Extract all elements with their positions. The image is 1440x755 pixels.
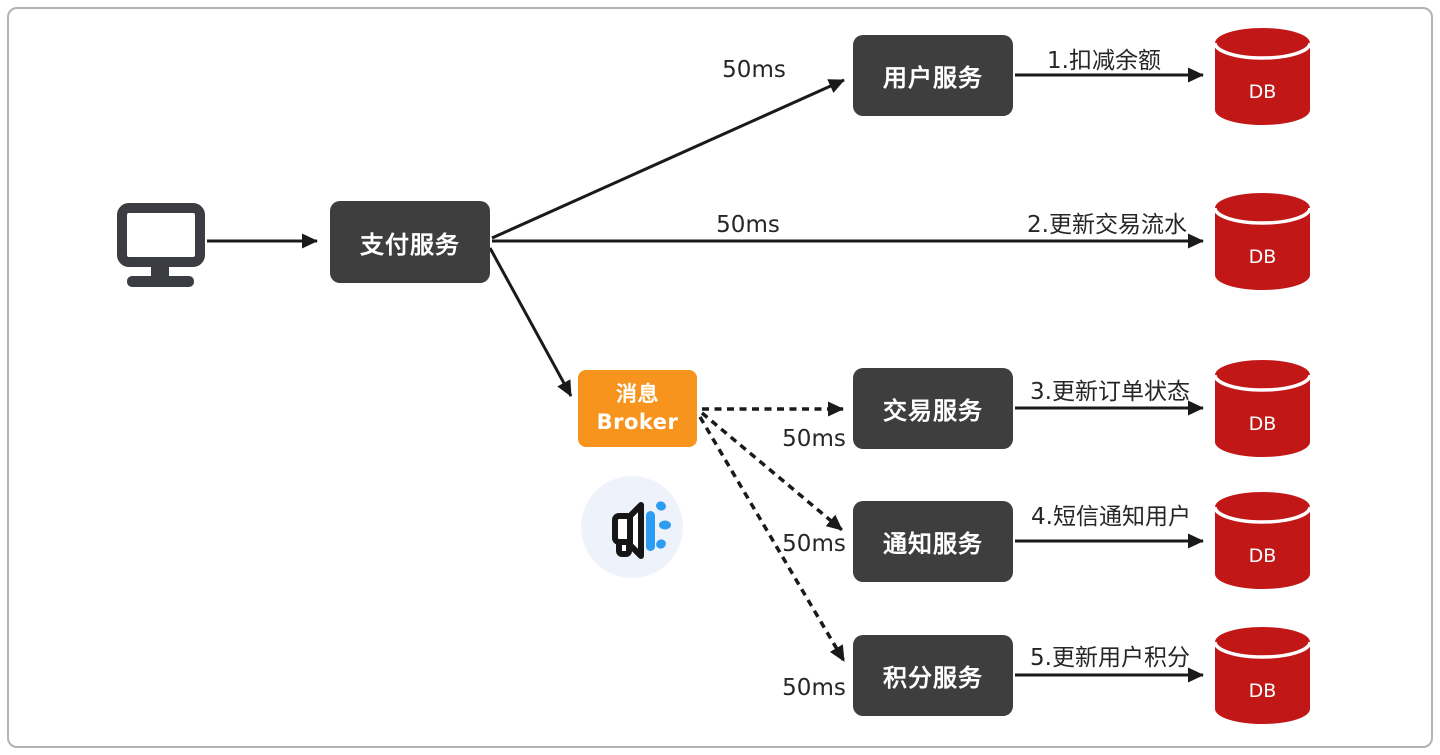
step-label-1: 1.扣减余额: [1047, 48, 1161, 74]
node-message-broker: 消息 Broker: [578, 370, 697, 447]
db-label-5: DB: [1249, 680, 1277, 702]
db-label-1: DB: [1249, 81, 1277, 103]
step-label-4: 4.短信通知用户: [1031, 504, 1191, 530]
megaphone-icon: [581, 476, 683, 578]
points-service-label: 积分服务: [883, 664, 983, 692]
arrow-payment-to-user: [491, 78, 845, 240]
arrow-broker-to-points: [698, 416, 846, 662]
node-trade-service: 交易服务: [853, 368, 1013, 449]
monitor-icon: [117, 203, 205, 287]
db-label-3: DB: [1249, 413, 1277, 435]
node-points-service: 积分服务: [853, 635, 1013, 716]
step-label-3: 3.更新订单状态: [1030, 379, 1190, 405]
arrow-broker-to-notify: [700, 411, 844, 532]
arrow-payment-to-broker: [488, 247, 573, 397]
latency-label-trade: 50ms: [782, 426, 846, 452]
latency-label-notify: 50ms: [782, 531, 846, 557]
node-payment-service: 支付服务: [330, 201, 490, 283]
broker-label-line1: 消息: [616, 382, 659, 407]
db-cylinder-5: DB: [1213, 627, 1312, 725]
step-label-5: 5.更新用户积分: [1030, 645, 1190, 671]
trade-service-label: 交易服务: [883, 397, 983, 425]
payment-service-label: 支付服务: [360, 230, 460, 259]
db-label-2: DB: [1249, 246, 1277, 268]
notify-service-label: 通知服务: [883, 530, 983, 558]
user-service-label: 用户服务: [883, 64, 983, 92]
db-cylinder-4: DB: [1213, 492, 1312, 590]
db-cylinder-1: DB: [1213, 28, 1312, 126]
broker-label-line2: Broker: [596, 409, 679, 434]
db-cylinder-2: DB: [1213, 193, 1312, 290]
db-label-4: DB: [1249, 545, 1277, 567]
db-cylinder-3: DB: [1213, 360, 1312, 458]
step-label-2: 2.更新交易流水: [1027, 212, 1187, 238]
latency-label-db2: 50ms: [716, 212, 780, 238]
node-user-service: 用户服务: [853, 35, 1013, 116]
node-notify-service: 通知服务: [853, 501, 1013, 582]
latency-label-user: 50ms: [722, 57, 786, 83]
latency-label-points: 50ms: [782, 675, 846, 701]
